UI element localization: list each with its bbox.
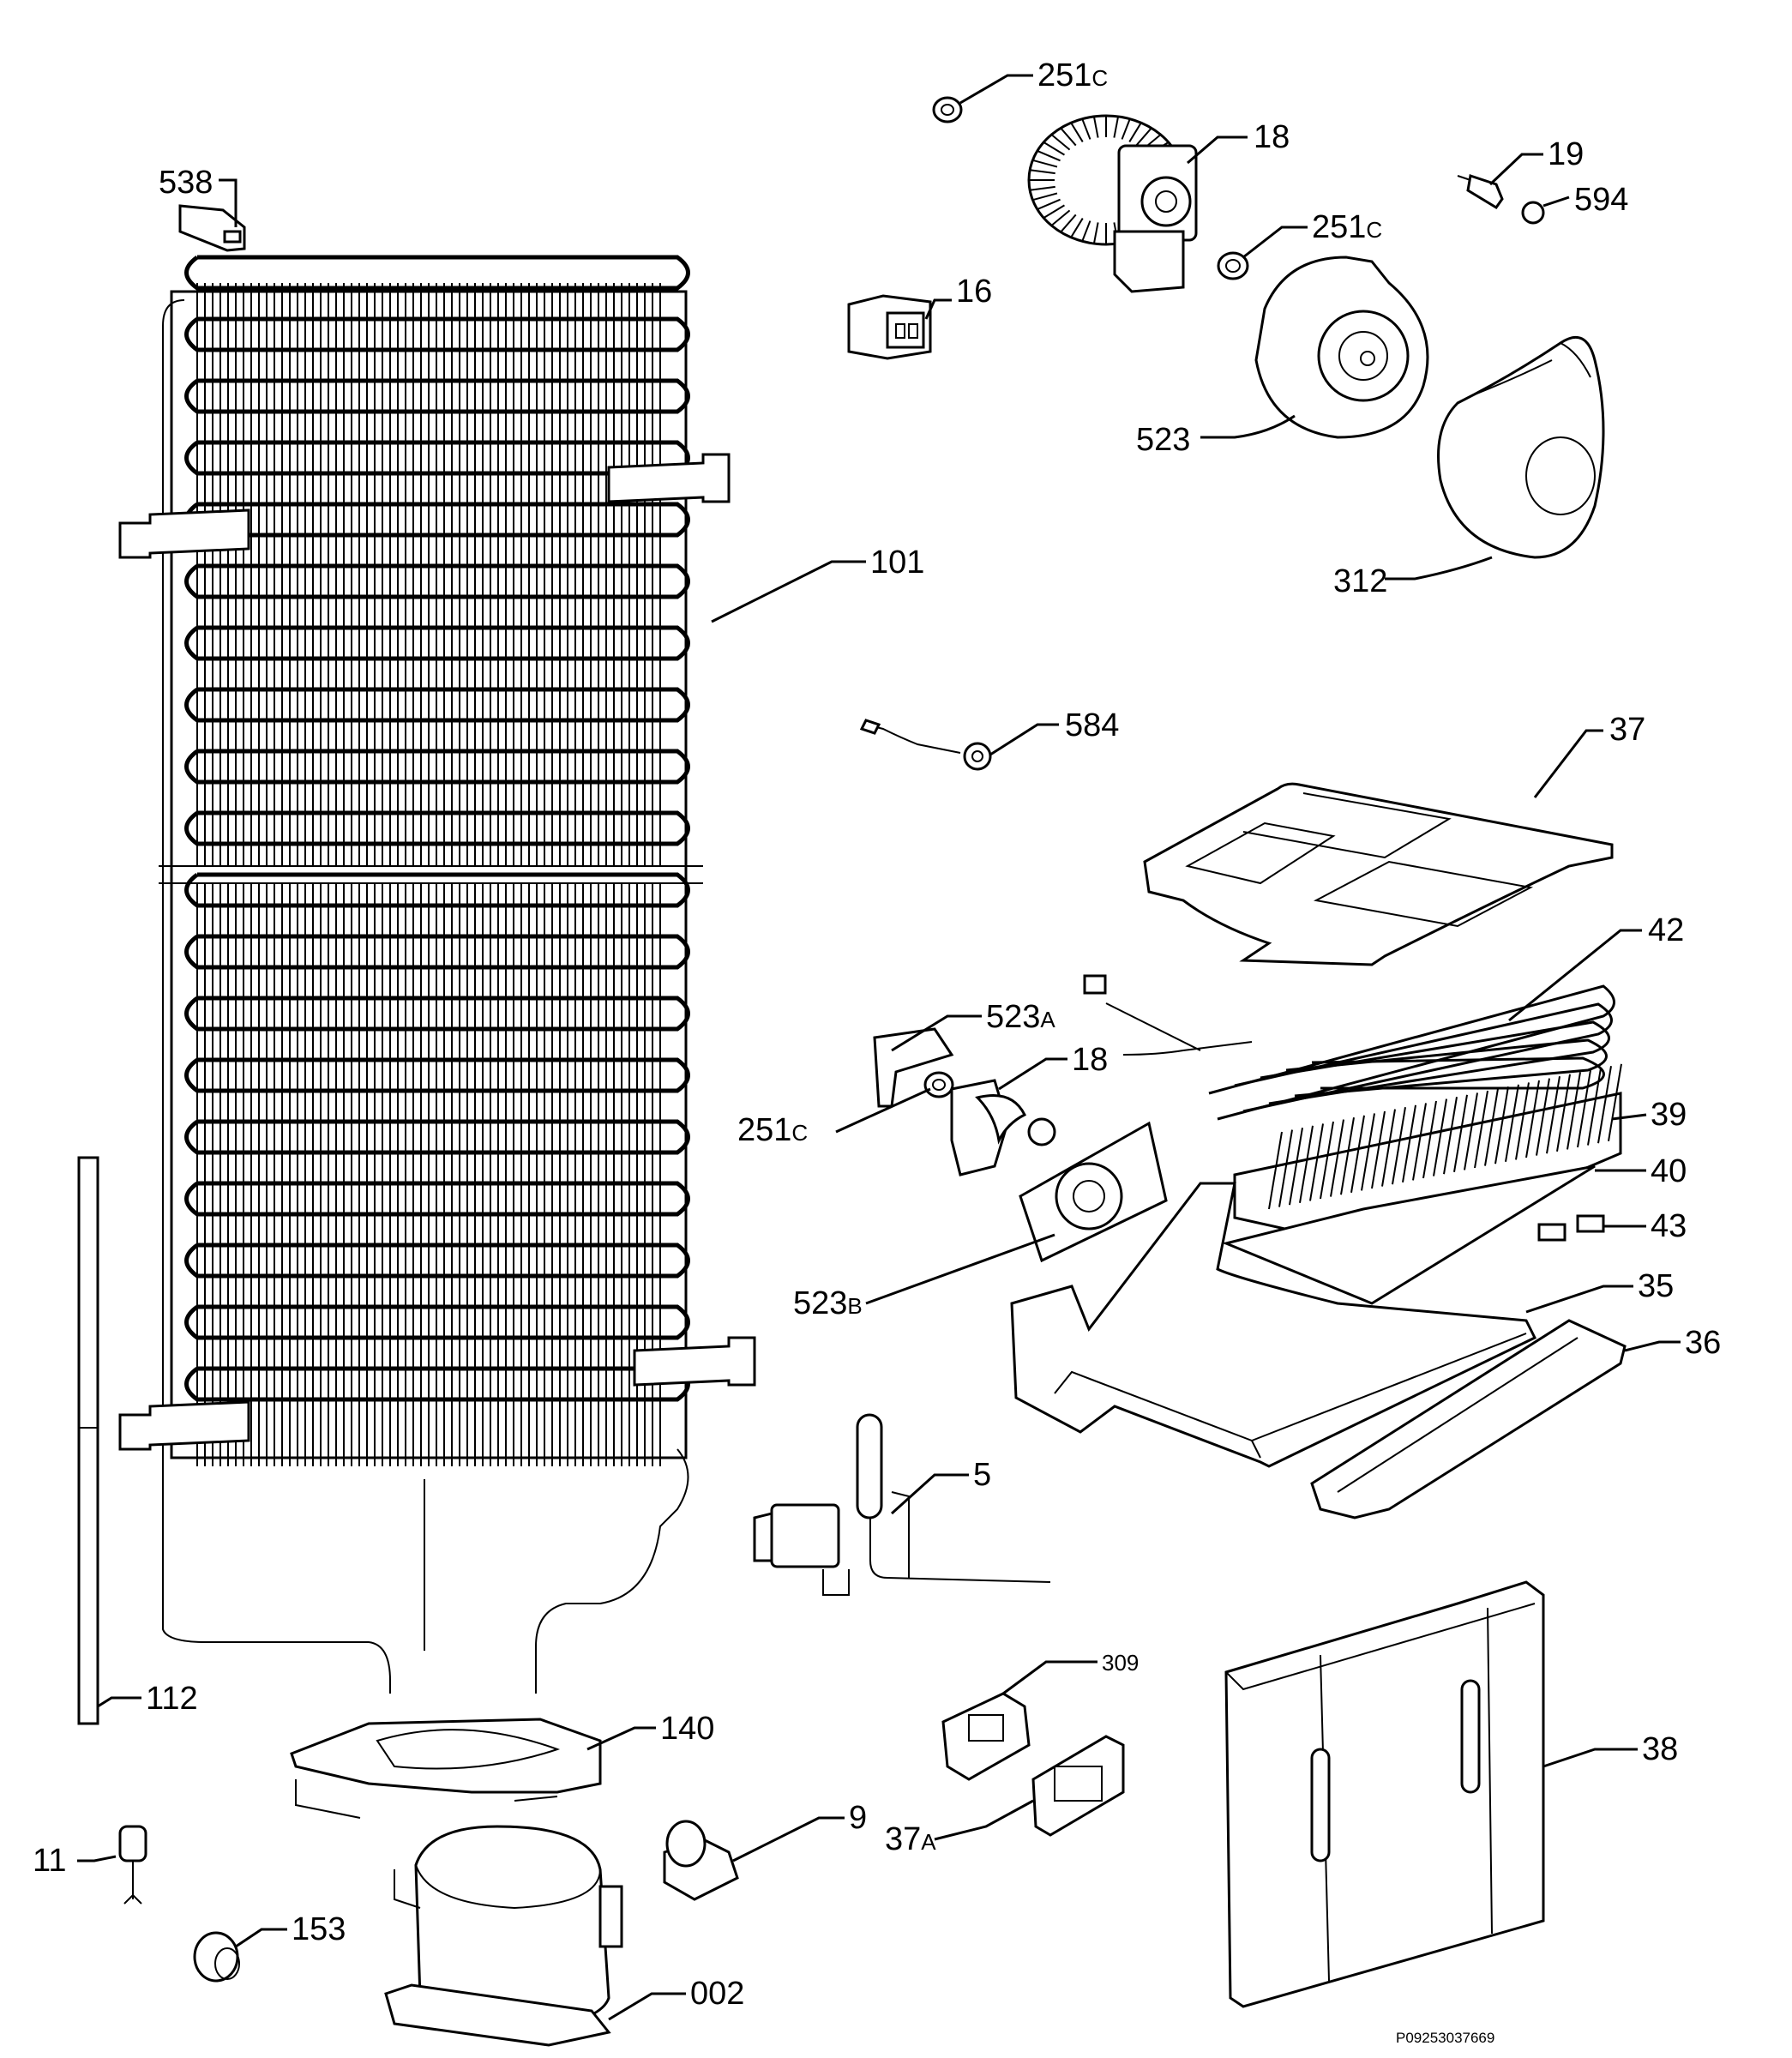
label-251c-low: 251C [737, 1112, 808, 1148]
label-584: 584 [1065, 707, 1119, 743]
condenser-101[interactable] [118, 255, 756, 1694]
label-39: 39 [1651, 1097, 1687, 1133]
label-16: 16 [956, 274, 992, 310]
label-37a: 37A [885, 1821, 936, 1857]
fan-cover-523[interactable] [1254, 256, 1429, 439]
label-9: 9 [849, 1800, 867, 1836]
sensor-584[interactable] [859, 719, 992, 771]
evaporator-39[interactable] [1233, 1063, 1622, 1254]
label-18-low: 18 [1072, 1042, 1108, 1078]
grommet-251c-top[interactable] [932, 96, 963, 123]
cover-312[interactable] [1437, 335, 1605, 559]
grommet-251c-mid[interactable] [1217, 251, 1249, 280]
reference-code: P09253037669 [1396, 2030, 1494, 2046]
parts-43[interactable] [1537, 1214, 1605, 1242]
cap-594[interactable] [1521, 201, 1545, 225]
compressor-bracket-140[interactable] [290, 1718, 602, 1819]
label-251c-mid: 251C [1312, 209, 1382, 245]
leader-lines [77, 74, 1681, 2021]
label-101: 101 [870, 545, 924, 581]
compressor-002[interactable] [384, 1825, 623, 2047]
label-35: 35 [1638, 1268, 1674, 1304]
label-523a: 523A [986, 999, 1055, 1035]
label-11: 11 [33, 1843, 66, 1879]
control-panel-37a[interactable] [1031, 1735, 1125, 1837]
relay-9[interactable] [663, 1820, 739, 1901]
evaporator-cover-37[interactable] [1143, 782, 1614, 966]
grommet-153[interactable] [193, 1931, 240, 1983]
label-538: 538 [159, 165, 213, 201]
label-38: 38 [1642, 1731, 1678, 1767]
label-36: 36 [1685, 1325, 1721, 1361]
drain-tray-35[interactable] [1010, 1182, 1537, 1468]
label-523b: 523B [793, 1285, 863, 1321]
tube-112[interactable] [77, 1156, 99, 1725]
label-42: 42 [1648, 912, 1684, 948]
connector-538[interactable] [178, 204, 246, 252]
label-43: 43 [1651, 1208, 1687, 1244]
defrost-heater-42[interactable] [1083, 974, 1615, 1121]
label-37: 37 [1609, 712, 1645, 748]
switch-16[interactable] [847, 294, 932, 360]
fan-plate-523b[interactable] [1019, 1121, 1168, 1263]
label-251c-top: 251C [1037, 57, 1108, 93]
control-board-309[interactable] [941, 1692, 1031, 1781]
grommet-251c-low[interactable] [923, 1071, 954, 1098]
label-18-top: 18 [1254, 119, 1290, 155]
fan-motor-18[interactable] [1027, 114, 1198, 293]
label-153: 153 [292, 1911, 346, 1947]
valve-5[interactable] [753, 1413, 1051, 1596]
label-523: 523 [1136, 422, 1190, 458]
label-140: 140 [660, 1711, 714, 1747]
part-labels: 538 251C 18 19 594 16 251C 523 312 101 5… [33, 57, 1721, 2046]
label-002: 002 [690, 1976, 744, 2012]
rear-panel-38[interactable] [1224, 1580, 1545, 2008]
label-19: 19 [1548, 136, 1584, 172]
fan-motor-18-lower[interactable] [950, 1079, 1056, 1176]
label-112: 112 [146, 1681, 198, 1717]
label-40: 40 [1651, 1153, 1687, 1189]
channel-36[interactable] [1310, 1319, 1627, 1519]
label-594: 594 [1574, 182, 1628, 218]
label-312: 312 [1333, 563, 1387, 599]
label-309: 309 [1102, 1650, 1139, 1676]
label-5: 5 [973, 1457, 991, 1493]
insulation-40[interactable] [1222, 1164, 1596, 1305]
part-11[interactable] [118, 1825, 147, 1905]
